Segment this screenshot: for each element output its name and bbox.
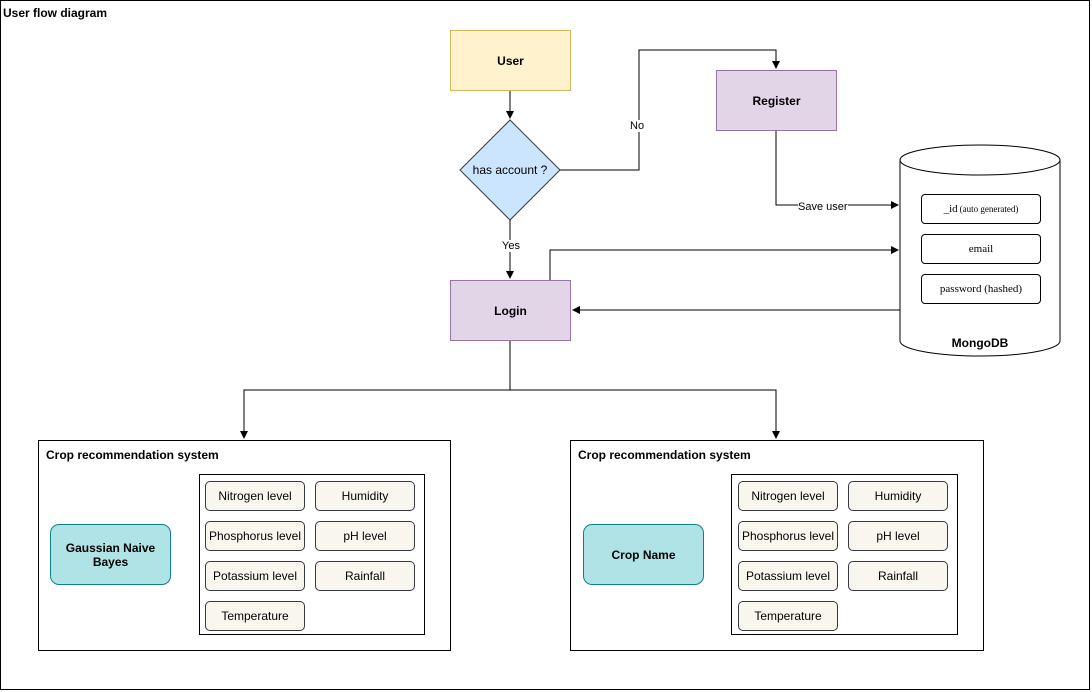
edge-label-save-user: Save user [798,201,848,213]
features-panel-right: Nitrogen level Humidity Phosphorus level… [731,474,958,635]
db-field-email-name: email [968,243,994,255]
feature-humidity: Humidity [848,481,948,511]
edge-label-no: No [630,120,645,132]
edge-login-mongodb [549,246,899,280]
feature-rainfall: Rainfall [315,561,415,591]
feature-nitrogen: Nitrogen level [738,481,838,511]
feature-phosphorus: Phosphorus level [738,521,838,551]
features-panel-left: Nitrogen level Humidity Phosphorus level… [199,474,425,635]
feature-temperature: Temperature [205,601,305,631]
feature-humidity: Humidity [315,481,415,511]
user-node: User [450,30,571,91]
model-gaussian-naive-bayes: Gaussian Naive Bayes [50,524,171,585]
feature-potassium: Potassium level [738,561,838,591]
db-field-id-name: _id [943,203,958,215]
db-field-id-note: (auto generated) [959,204,1019,214]
edge-login-system-right [510,389,780,439]
db-field-email: email [921,234,1041,264]
feature-potassium: Potassium level [205,561,305,591]
feature-ph: pH level [315,521,415,551]
db-field-password-name: password (hashed) [939,283,1023,295]
edge-register-mongodb [775,131,899,209]
feature-rainfall: Rainfall [848,561,948,591]
crop-system-right-title: Crop recommendation system [578,448,751,462]
crop-system-left-title: Crop recommendation system [46,448,219,462]
model-crop-name: Crop Name [583,524,704,585]
feature-nitrogen: Nitrogen level [205,481,305,511]
edge-label-yes: Yes [502,240,520,252]
crop-system-right: Crop recommendation system Nitrogen leve… [570,440,984,651]
db-field-id: _id (auto generated) [921,194,1041,224]
feature-temperature: Temperature [738,601,838,631]
feature-phosphorus: Phosphorus level [205,521,305,551]
register-node: Register [716,70,837,131]
edge-decision-register [560,49,780,171]
feature-ph: pH level [848,521,948,551]
login-node: Login [450,280,571,341]
decision-label: has account ? [472,163,548,177]
mongodb-label: MongoDB [951,336,1009,350]
mongodb-cylinder-top [899,144,1061,176]
edge-login-system-left [240,341,511,439]
db-field-password: password (hashed) [921,274,1041,304]
diagram-title: User flow diagram [3,6,108,20]
